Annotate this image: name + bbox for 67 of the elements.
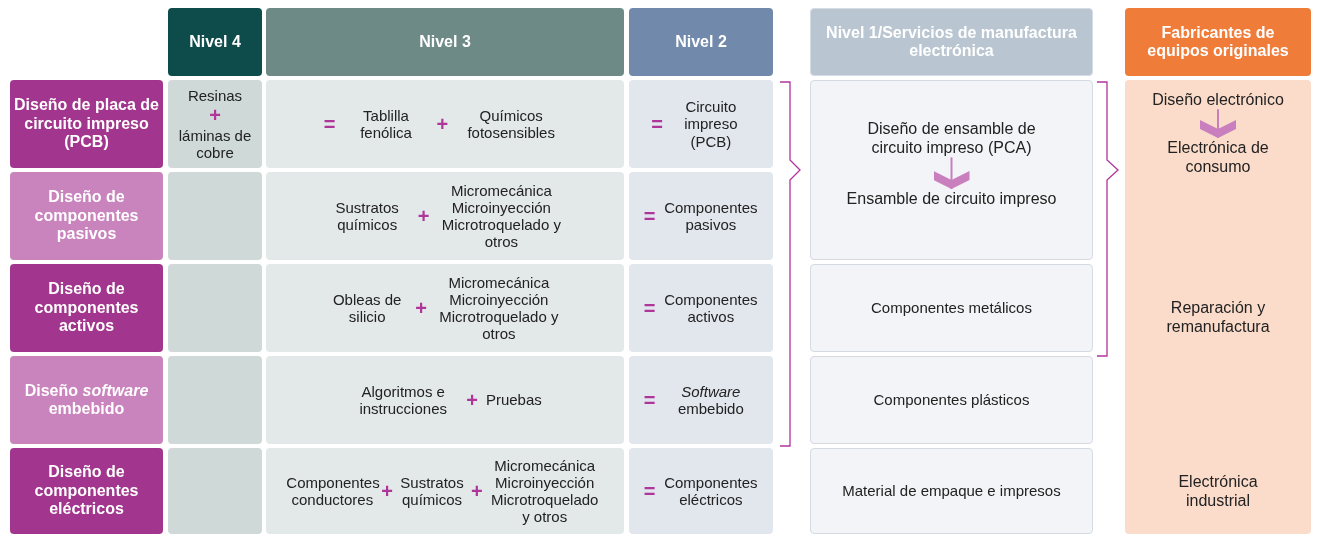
table-cell bbox=[168, 80, 262, 168]
cell-text: Micromecánica Microinyección Microtroquelado y otros bbox=[440, 181, 562, 251]
cell-text: Algoritmos e instrucciones bbox=[358, 382, 448, 418]
cell-text: Micromecánica Microinyección Microtroquelado y otros bbox=[489, 456, 600, 526]
plus-sign: + bbox=[466, 388, 478, 412]
table-cell bbox=[168, 264, 262, 352]
cell-text: Químicos fotosensibles bbox=[466, 106, 556, 142]
cell-text: Sustratos químicos bbox=[399, 473, 465, 509]
table-cell bbox=[629, 80, 773, 168]
column-header: Nivel 2 bbox=[629, 8, 773, 76]
cell-text: Componentes eléctricos bbox=[663, 473, 759, 509]
column-header: Nivel 3 bbox=[266, 8, 624, 76]
table-cell bbox=[266, 264, 624, 352]
cell-text: Electrónica industrial bbox=[1153, 472, 1283, 511]
equals-sign: = bbox=[643, 479, 656, 503]
cell-text: Componentes pasivos bbox=[663, 198, 759, 234]
equals-sign: = bbox=[643, 296, 656, 320]
plus-sign: + bbox=[209, 103, 221, 127]
equals-sign: = bbox=[643, 204, 656, 228]
table-cell bbox=[266, 172, 624, 260]
cell-text: Reparación y remanufactura bbox=[1143, 298, 1293, 337]
row-header: Diseño software embebido bbox=[10, 356, 163, 444]
cell-text: Sustratos químicos bbox=[334, 198, 400, 234]
cell-text: láminas de cobre bbox=[177, 126, 253, 162]
row-header: Diseño de componentes pasivos bbox=[10, 172, 163, 260]
table-cell bbox=[168, 172, 262, 260]
equals-sign: = bbox=[323, 112, 336, 136]
table-cell bbox=[168, 448, 262, 534]
cell-text: Obleas de silicio bbox=[331, 290, 403, 326]
cell-text: Tablilla fenólica bbox=[359, 106, 413, 142]
cell-text: Software embebido bbox=[676, 382, 745, 418]
column-header: Nivel 4 bbox=[168, 8, 262, 76]
plus-sign: + bbox=[415, 296, 427, 320]
table-cell bbox=[266, 356, 624, 444]
column-header: Nivel 1/Servicios de manufactura electrónica bbox=[810, 8, 1093, 76]
table-cell bbox=[168, 356, 262, 444]
cell-text: Pruebas bbox=[485, 391, 542, 409]
table-cell: Componentes plásticos bbox=[810, 356, 1093, 444]
table-cell: Componentes metálicos bbox=[810, 264, 1093, 352]
cell-text: Diseño electrónico bbox=[1133, 90, 1303, 110]
cell-text: Electrónica de consumo bbox=[1153, 138, 1283, 177]
cell-text: Micromecánica Microinyección Microtroquelado y otros bbox=[438, 273, 560, 343]
cell-text: Diseño de ensamble de circuito impreso (PCA) bbox=[841, 119, 1062, 158]
equals-sign: = bbox=[651, 112, 663, 136]
cell-text: Circuito impreso (PCB) bbox=[683, 98, 739, 150]
column-header: Fabricantes de equipos originales bbox=[1125, 8, 1311, 76]
column-panel bbox=[810, 80, 1093, 260]
cell-text: Ensamble de circuito impreso bbox=[831, 189, 1072, 209]
table-cell bbox=[266, 80, 624, 168]
cell-text: Resinas bbox=[186, 86, 244, 104]
cell-text: Componentes conductores bbox=[286, 473, 379, 509]
plus-sign: + bbox=[417, 204, 430, 228]
table-cell bbox=[629, 264, 773, 352]
table-cell bbox=[629, 448, 773, 534]
plus-sign: + bbox=[436, 112, 449, 136]
equals-sign: = bbox=[643, 388, 656, 412]
cell-text: Componentes activos bbox=[663, 290, 759, 326]
table-cell bbox=[629, 356, 773, 444]
plus-sign: + bbox=[471, 479, 483, 503]
column-panel bbox=[1125, 80, 1311, 534]
row-header: Diseño de placa de circuito impreso (PCB) bbox=[10, 80, 163, 168]
plus-sign: + bbox=[381, 479, 393, 503]
table-cell bbox=[629, 172, 773, 260]
row-header: Diseño de componentes eléctricos bbox=[10, 448, 163, 534]
table-cell bbox=[266, 448, 624, 534]
row-header: Diseño de componentes activos bbox=[10, 264, 163, 352]
table-cell: Material de empaque e impresos bbox=[810, 448, 1093, 534]
